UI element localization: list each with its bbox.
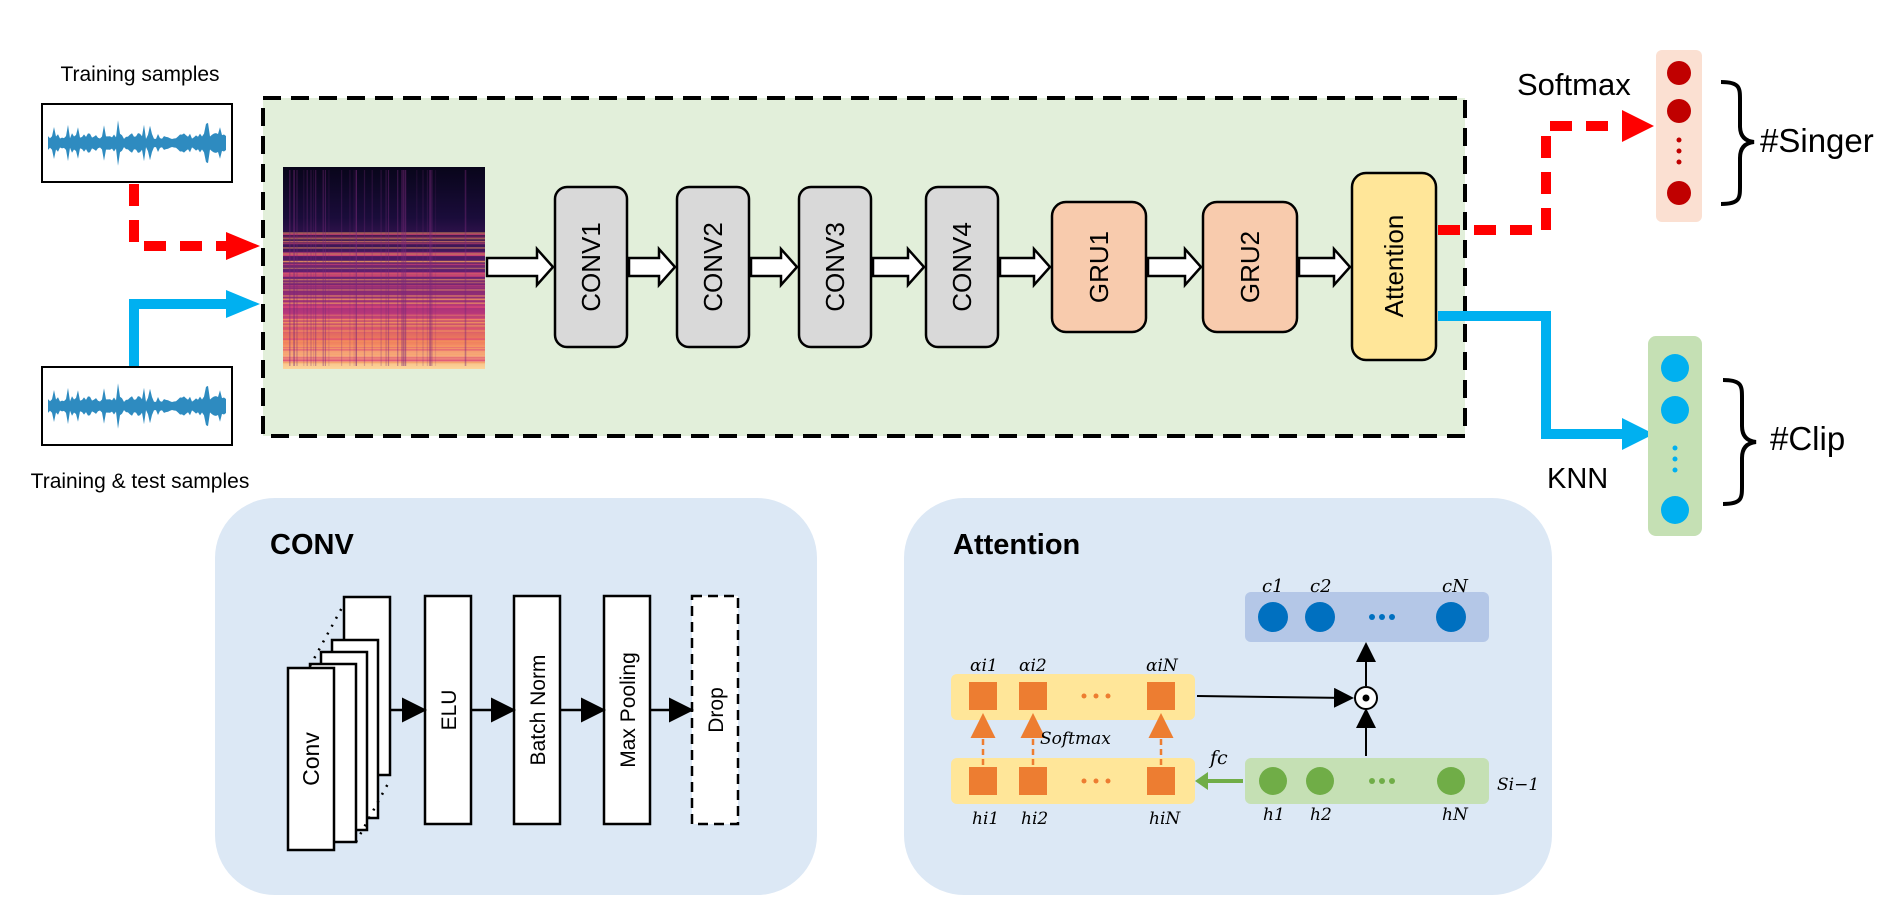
gru-block-2: GRU2 — [1201, 200, 1299, 334]
elu-layer: ELU — [423, 594, 473, 826]
max-pooling-layer: Max Pooling — [602, 594, 652, 826]
hollow-arrow — [749, 245, 799, 289]
knn-output-arrowhead — [1622, 418, 1654, 450]
fc-arrowhead — [1195, 772, 1208, 790]
training-input-arrow — [129, 184, 228, 251]
clip-output-vector — [1648, 336, 1702, 536]
state-s-label: Si−1 — [1497, 775, 1539, 795]
fc-label: fc — [1208, 747, 1228, 769]
hollow-arrow — [1146, 245, 1203, 289]
conv-block-1: CONV1 — [553, 185, 629, 349]
h-i2-label: hi2 — [1021, 809, 1048, 829]
knn-label: KNN — [1547, 463, 1608, 495]
conv-block-4: CONV4 — [924, 185, 1000, 349]
svg-text:Batch Norm: Batch Norm — [527, 655, 550, 766]
cN-label: cN — [1442, 576, 1469, 597]
spectrogram — [283, 167, 485, 369]
hollow-arrow — [871, 245, 926, 289]
softmax-arrows — [970, 713, 1174, 765]
hollow-arrow — [485, 245, 555, 289]
state-h1-label: h1 — [1263, 805, 1285, 825]
hollow-arrow — [998, 245, 1052, 289]
attention-softmax-label: Softmax — [1040, 729, 1111, 749]
svg-text:CONV4: CONV4 — [947, 222, 977, 312]
svg-text:CONV2: CONV2 — [698, 222, 728, 312]
hadamard-product-node — [1354, 686, 1378, 710]
test-input-arrow — [129, 299, 228, 366]
batch-norm-layer: Batch Norm — [512, 594, 562, 826]
softmax-output-arrowhead — [1622, 110, 1654, 142]
svg-text:Attention: Attention — [1379, 215, 1409, 318]
svg-text:GRU2: GRU2 — [1235, 231, 1265, 303]
svg-text:ELU: ELU — [438, 690, 461, 731]
test-input-arrowhead — [226, 290, 260, 318]
context-vector — [1245, 592, 1489, 642]
singer-brace — [1720, 80, 1755, 206]
decoder-state-row — [1245, 758, 1489, 804]
hollow-arrow — [627, 245, 677, 289]
alpha-iN-label: αiN — [1146, 656, 1179, 676]
c2-label: c2 — [1310, 576, 1332, 597]
singer-output-vector — [1656, 50, 1702, 222]
conv-block-3: CONV3 — [797, 185, 873, 349]
conv-detail-title: CONV — [270, 529, 354, 561]
conv-block-2: CONV2 — [675, 185, 751, 349]
svg-text:GRU1: GRU1 — [1084, 231, 1114, 303]
softmax-label: Softmax — [1517, 67, 1631, 102]
clip-count-label: #Clip — [1770, 420, 1845, 457]
softmax-output-arrow — [1438, 121, 1625, 235]
test-waveform — [41, 366, 233, 446]
h-i1-label: hi1 — [972, 809, 999, 829]
hidden-states-row — [951, 758, 1195, 804]
svg-text:Max Pooling: Max Pooling — [617, 652, 640, 768]
alpha-weights-row — [951, 674, 1195, 720]
gru-block-1: GRU1 — [1050, 200, 1148, 334]
conv-layer-label: Conv — [298, 732, 324, 786]
state-h2-label: h2 — [1310, 805, 1332, 825]
pipeline-arrows — [485, 245, 1352, 289]
svg-text:Drop: Drop — [705, 687, 728, 733]
knn-output-arrow — [1438, 311, 1625, 439]
alpha-i2-label: αi2 — [1019, 656, 1047, 676]
svg-text:CONV1: CONV1 — [576, 222, 606, 312]
alpha-to-product-arrow — [1196, 687, 1354, 708]
svg-text:CONV3: CONV3 — [820, 222, 850, 312]
training-input-arrowhead — [226, 232, 260, 260]
hollow-arrow — [1297, 245, 1352, 289]
alpha-i1-label: αi1 — [970, 656, 998, 676]
training-waveform — [41, 103, 233, 183]
c1-label: c1 — [1262, 576, 1284, 597]
conv-stack: Conv — [286, 595, 392, 852]
singer-count-label: #Singer — [1760, 122, 1874, 159]
h-iN-label: hiN — [1149, 809, 1181, 829]
attention-block: Attention — [1350, 171, 1438, 362]
attention-detail-title: Attention — [953, 529, 1080, 561]
state-hN-label: hN — [1442, 805, 1469, 825]
training-test-samples-label: Training & test samples — [31, 470, 250, 493]
training-samples-label: Training samples — [60, 63, 219, 86]
clip-brace — [1722, 378, 1757, 506]
dropout-layer: Drop — [690, 594, 740, 826]
